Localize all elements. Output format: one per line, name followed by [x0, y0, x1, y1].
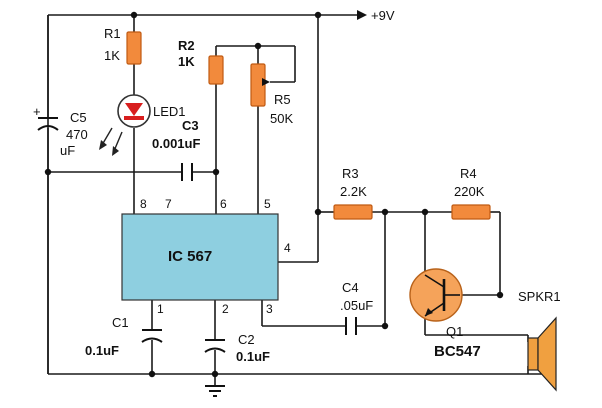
c4-ref: C4	[342, 280, 359, 295]
ic-pin-7: 7	[165, 197, 172, 211]
r4-value: 220K	[454, 184, 485, 199]
led-d1: LED1	[99, 94, 186, 156]
c3-value: 0.001uF	[152, 136, 200, 151]
capacitor-c3: C3 0.001uF	[152, 118, 200, 181]
ic-pin-2: 2	[222, 302, 229, 316]
ic-pin-6: 6	[220, 197, 227, 211]
c4-value: .05uF	[340, 298, 373, 313]
capacitor-c1: C1 0.1uF	[85, 315, 163, 358]
transistor-q1: Q1 BC547	[409, 268, 481, 360]
led1-ref: LED1	[153, 104, 186, 119]
ic-pin-8: 8	[140, 197, 147, 211]
r1-ref: R1	[104, 26, 121, 41]
led-diode-icon	[125, 103, 143, 116]
speaker-cone-icon	[537, 316, 557, 392]
light-ray-icon	[113, 131, 123, 152]
wiper-arrow-icon	[262, 78, 270, 86]
light-ray-icon	[101, 127, 113, 146]
resistor-r2: R2 1K	[178, 38, 224, 85]
supply-arrow-icon	[357, 10, 367, 20]
ic-name: IC 567	[168, 248, 212, 265]
ic-pin-4: 4	[284, 241, 291, 255]
supply-label: +9V	[371, 8, 395, 23]
r5-value: 50K	[270, 111, 293, 126]
r1-value: 1K	[104, 48, 120, 63]
ic-body	[121, 213, 279, 301]
c1-value: 0.1uF	[85, 343, 119, 358]
c5-ref: C5	[70, 110, 87, 125]
r4-ref: R4	[460, 166, 477, 181]
r2-ref: R2	[178, 38, 195, 53]
ic-pin-1: 1	[157, 302, 164, 316]
ground-icon	[205, 385, 225, 397]
ic-pin-5: 5	[264, 197, 271, 211]
r3-value: 2.2K	[340, 184, 367, 199]
c1-ref: C1	[112, 315, 129, 330]
wires	[47, 14, 548, 386]
c2-value: 0.1uF	[236, 349, 270, 364]
resistor-r4: R4 220K	[451, 166, 491, 220]
c5-value-line1: 470	[66, 127, 88, 142]
ic-pin-3: 3	[266, 302, 273, 316]
emitter-arrow-icon	[425, 308, 433, 316]
junction-dots	[44, 11, 504, 378]
ic-567: IC 567 8 7 6 5 4 1 2 3	[121, 197, 291, 316]
speaker-spkr1: SPKR1	[518, 289, 561, 392]
c5-polarity: +	[33, 104, 41, 119]
r3-ref: R3	[342, 166, 359, 181]
resistor-r3: R3 2.2K	[333, 166, 373, 220]
c5-value-line2: uF	[60, 143, 75, 158]
r5-ref: R5	[274, 92, 291, 107]
spkr1-ref: SPKR1	[518, 289, 561, 304]
c3-ref: C3	[182, 118, 199, 133]
capacitor-c4: C4 .05uF	[340, 280, 373, 335]
q1-ref: Q1	[446, 324, 463, 339]
capacitor-c2: C2 0.1uF	[204, 332, 270, 364]
potentiometer-r5: R5 50K	[250, 63, 293, 126]
capacitor-c5: + C5 470 uF	[33, 104, 88, 158]
resistor-r1: R1 1K	[104, 26, 142, 65]
r2-value: 1K	[178, 54, 195, 69]
c2-ref: C2	[238, 332, 255, 347]
q1-part: BC547	[434, 343, 481, 360]
